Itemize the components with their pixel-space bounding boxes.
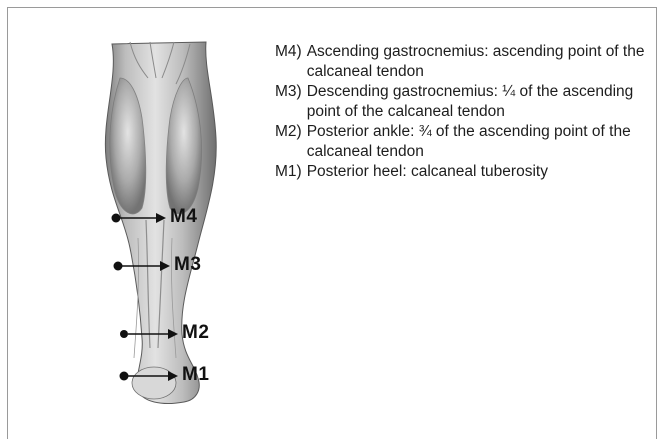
legend-code: M2) (275, 122, 302, 162)
marker-dot-m3 (114, 262, 123, 271)
legend-item-m1: M1) Posterior heel: calcaneal tuberosity (275, 162, 660, 182)
marker-dot-m1 (120, 372, 129, 381)
legend-text: Descending gastrocnemius: ¼ of the ascen… (307, 82, 647, 122)
legend-code: M3) (275, 82, 302, 122)
marker-dot-m2 (120, 330, 128, 338)
marker-legend: M4) Ascending gastrocnemius: ascending p… (275, 42, 660, 182)
leg-diagram: M4 M3 M2 M1 (90, 38, 260, 410)
legend-text: Posterior ankle: ¾ of the ascending poin… (307, 122, 647, 162)
legend-text: Ascending gastrocnemius: ascending point… (307, 42, 647, 82)
marker-label-m3: M3 (174, 255, 201, 274)
legend-code: M1) (275, 162, 302, 182)
legend-text: Posterior heel: calcaneal tuberosity (307, 162, 548, 182)
marker-label-m2: M2 (182, 323, 209, 342)
legend-item-m4: M4) Ascending gastrocnemius: ascending p… (275, 42, 660, 82)
marker-label-m1: M1 (182, 365, 209, 384)
legend-item-m2: M2) Posterior ankle: ¾ of the ascending … (275, 122, 660, 162)
marker-dot-m4 (112, 214, 121, 223)
marker-label-m4: M4 (170, 207, 197, 226)
legend-code: M4) (275, 42, 302, 82)
legend-item-m3: M3) Descending gastrocnemius: ¼ of the a… (275, 82, 660, 122)
